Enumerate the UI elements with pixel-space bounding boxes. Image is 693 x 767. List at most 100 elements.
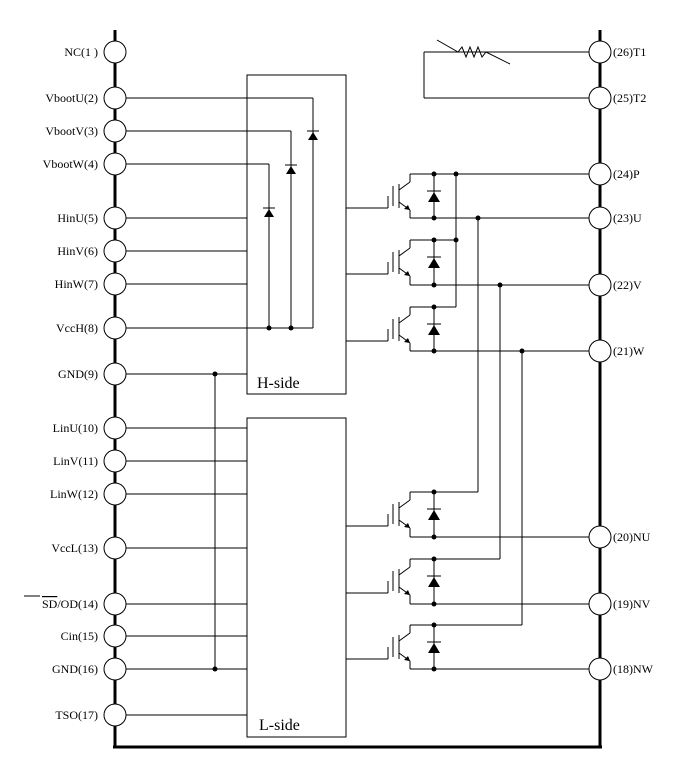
pin-6-terminal (103, 239, 127, 263)
right-pin-group: (26)T1 (25)T2 (24)P (23)U (22)V (21)W (20)NU (1… (588, 40, 654, 681)
pin-19: (19)NV (588, 592, 651, 616)
pin-5: HinU(5) (57, 206, 127, 230)
pin-25: (25)T2 (588, 86, 646, 110)
freewheel-diode (427, 559, 441, 604)
pin-10-label: LinU(10) (53, 421, 98, 435)
pin-23: (23)U (588, 206, 642, 230)
pin-18-terminal (588, 657, 612, 681)
pin-24-label: (24)P (613, 167, 640, 181)
pin-15-label: Cin(15) (61, 629, 98, 643)
pin-17: TSO(17) (55, 703, 127, 727)
igbt-symbol (392, 559, 411, 604)
pin-7: HinW(7) (55, 272, 127, 296)
igbt-symbol (392, 240, 411, 285)
pin-13-label: VccL(13) (51, 541, 98, 555)
pin-7-label: HinW(7) (55, 277, 98, 291)
freewheel-diode (427, 625, 441, 669)
high-side-label: H-side (257, 375, 300, 392)
left-pin-group: NC(1 ) VbootU(2) VbootV(3) VbootW(4) HinU(5)… (24, 40, 127, 727)
pin-21: (21)W (588, 339, 645, 363)
pin-8-terminal (103, 316, 127, 340)
pin-2-terminal (103, 86, 127, 110)
pin-5-label: HinU(5) (57, 211, 98, 225)
pin-21-label: (21)W (613, 344, 645, 358)
pin-16: GND(16) (52, 657, 127, 681)
pin-16-label: GND(16) (52, 662, 98, 676)
pin-13: VccL(13) (51, 536, 127, 560)
pin-8-label: VccH(8) (56, 321, 98, 335)
pin-3: VbootV(3) (45, 119, 127, 143)
pin-18: (18)NW (588, 657, 654, 681)
freewheel-diode (427, 240, 441, 285)
pin-24: (24)P (588, 162, 640, 186)
pin-10: LinU(10) (53, 416, 127, 440)
igbt-symbol (392, 307, 411, 351)
pin-16-terminal (103, 657, 127, 681)
pin-18-label: (18)NW (613, 662, 654, 676)
igbt-symbol (392, 174, 411, 218)
freewheel-diode (427, 492, 441, 537)
pin-25-terminal (588, 86, 612, 110)
pin-26: (26)T1 (588, 40, 646, 64)
pin-25-label: (25)T2 (613, 91, 646, 105)
pin-11: LinV(11) (53, 449, 127, 473)
pin-26-label: (26)T1 (613, 45, 646, 59)
pin-3-label: VbootV(3) (45, 124, 98, 138)
igbt-stage-5 (346, 559, 441, 604)
low-side-label: L-side (259, 717, 300, 734)
left-wiring (126, 97, 314, 716)
pin-11-terminal (103, 449, 127, 473)
pin-20-label: (20)NU (613, 530, 651, 544)
igbt-stage-2 (346, 240, 441, 285)
pin-3-terminal (103, 119, 127, 143)
igbt-stage-3 (346, 307, 441, 351)
pin-21-terminal (588, 339, 612, 363)
thermistor (423, 39, 589, 99)
pin-23-terminal (588, 206, 612, 230)
low-side-driver-block (246, 417, 347, 738)
pin-12-terminal (103, 482, 127, 506)
pin-4-terminal (103, 152, 127, 176)
igbt-stage-1 (346, 174, 441, 218)
pin-4: VbootW(4) (43, 152, 127, 176)
pin-19-terminal (588, 592, 612, 616)
pin-9: GND(9) (58, 362, 127, 386)
pin-8: VccH(8) (56, 316, 127, 340)
power-bus-wiring (410, 171, 589, 672)
pin-1: NC(1 ) (64, 40, 127, 64)
pin-15-terminal (103, 624, 127, 648)
pin-6: HinV(6) (57, 239, 127, 263)
pin-9-terminal (103, 362, 127, 386)
freewheel-diode (427, 174, 441, 218)
pin-22: (22)V (588, 273, 642, 297)
pin-6-label: HinV(6) (57, 244, 98, 258)
igbt-stage-6 (346, 625, 441, 669)
pin-24-terminal (588, 162, 612, 186)
pin-19-label: (19)NV (613, 597, 651, 611)
igbt-symbol (392, 625, 411, 669)
pin-14: SD/OD(14) (24, 592, 127, 616)
pin-22-label: (22)V (613, 278, 642, 292)
pin-14-terminal (103, 592, 127, 616)
pin-9-label: GND(9) (58, 367, 98, 381)
pin-7-terminal (103, 272, 127, 296)
igbt-stage-4 (346, 492, 441, 537)
igbt-symbol (392, 492, 411, 537)
pin-26-terminal (588, 40, 612, 64)
high-side-driver-block (246, 74, 347, 395)
pin-4-label: VbootW(4) (43, 157, 98, 171)
pin-2-label: VbootU(2) (45, 91, 98, 105)
pin-12: LinW(12) (50, 482, 127, 506)
pin-15: Cin(15) (61, 624, 127, 648)
pin-17-label: TSO(17) (55, 708, 98, 722)
pin-12-label: LinW(12) (50, 487, 98, 501)
pin-2: VbootU(2) (45, 86, 127, 110)
package-outline (113, 30, 602, 749)
pin-20: (20)NU (588, 525, 651, 549)
pin-22-terminal (588, 273, 612, 297)
pin-5-terminal (103, 206, 127, 230)
pin-13-terminal (103, 536, 127, 560)
pin-14-label: SD/OD(14) (42, 597, 98, 611)
pin-1-terminal (103, 40, 127, 64)
